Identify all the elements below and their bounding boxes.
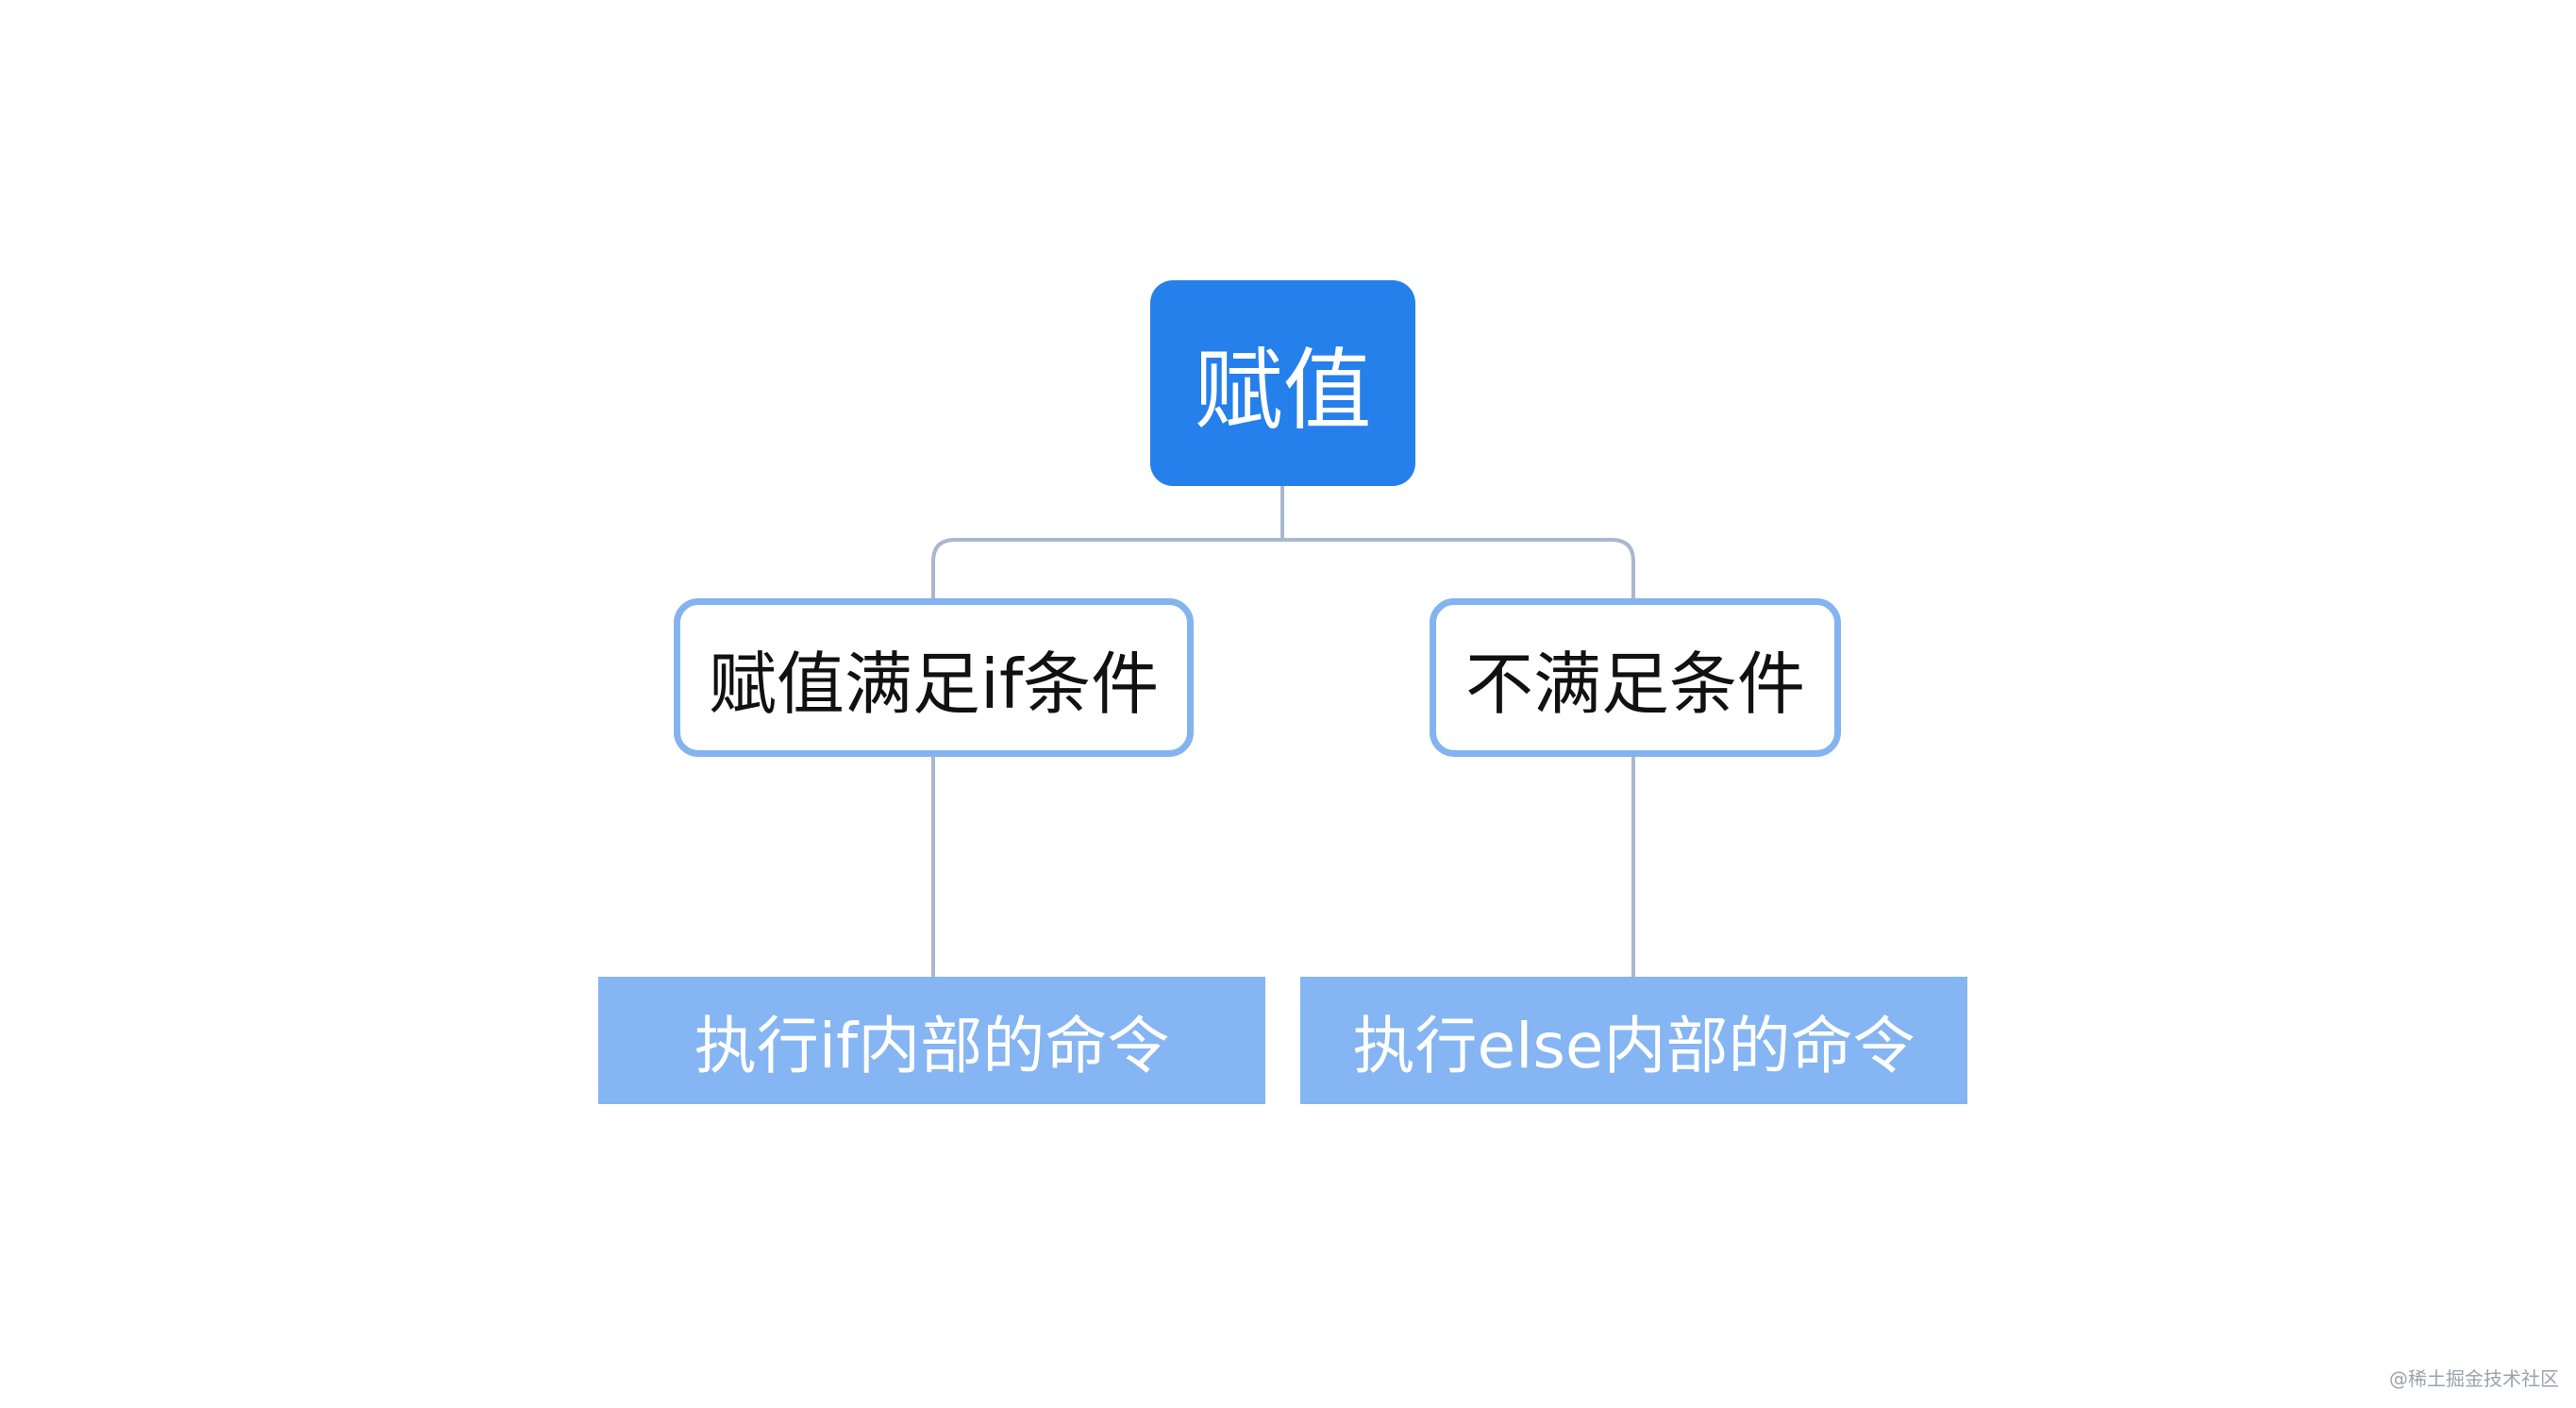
- leaf-node-execute-if-commands: 执行if内部的命令: [598, 977, 1265, 1104]
- leaf-node-label: 执行if内部的命令: [694, 1009, 1170, 1082]
- root-node-label: 赋值: [1194, 340, 1372, 443]
- leaf-node-execute-else-commands: 执行else内部的命令: [1300, 977, 1967, 1104]
- leaf-node-label: 执行else内部的命令: [1352, 1009, 1915, 1082]
- watermark: @稀土掘金技术社区: [2389, 1367, 2559, 1390]
- root-node-assignment: 赋值: [1150, 280, 1415, 486]
- branch-node-if-condition-met: 赋值满足if条件: [674, 598, 1194, 757]
- branch-node-label: 不满足条件: [1464, 644, 1805, 724]
- branch-node-condition-not-met: 不满足条件: [1430, 598, 1841, 757]
- branch-node-label: 赋值满足if条件: [708, 644, 1160, 724]
- connector-root-to-right-branch: [1282, 538, 1635, 598]
- connector-root-to-left-branch: [931, 486, 1284, 598]
